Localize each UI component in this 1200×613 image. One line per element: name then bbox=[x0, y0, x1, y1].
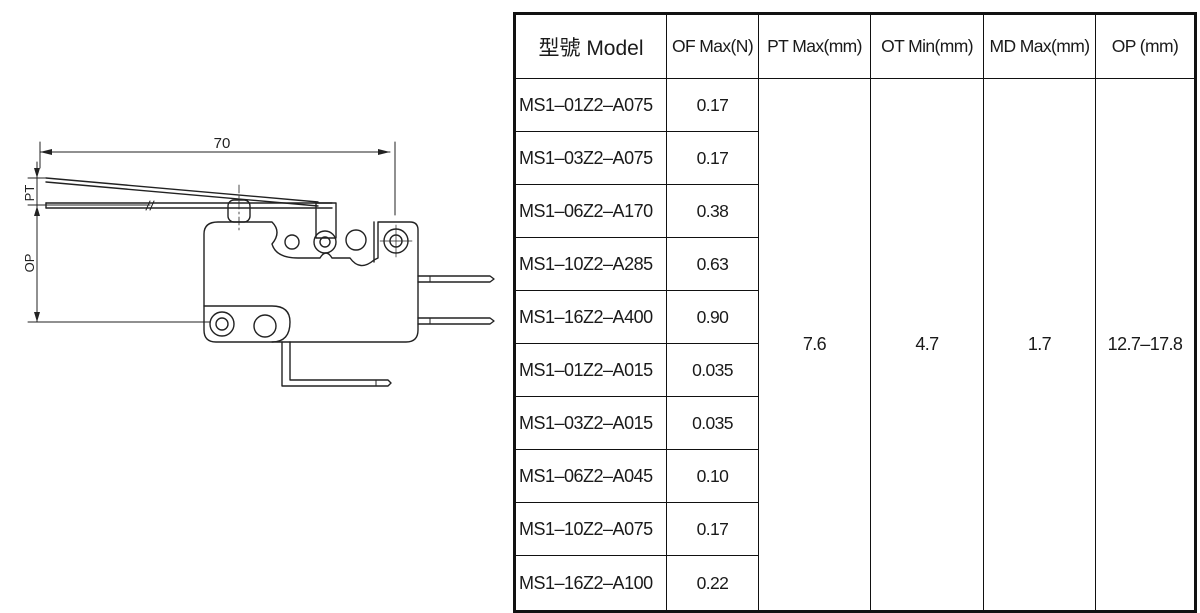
cell-model: MS1–16Z2–A400 bbox=[514, 290, 667, 344]
specification-table: 型號 Model OF Max(N) PT Max(mm) OT Min(mm)… bbox=[513, 12, 1197, 613]
cell-of-max: 0.63 bbox=[666, 237, 759, 291]
microswitch-drawing-svg: 70 PT OP bbox=[22, 135, 495, 387]
cell-model: MS1–03Z2–A015 bbox=[514, 396, 667, 450]
cell-model: MS1–16Z2–A100 bbox=[514, 555, 667, 612]
roller-inner bbox=[319, 236, 331, 248]
switch-body bbox=[203, 221, 419, 343]
lever-free-top bbox=[45, 177, 319, 203]
dim-op-label: OP bbox=[22, 254, 37, 273]
header-op: OP (mm) bbox=[1095, 13, 1196, 79]
header-md-max: MD Max(mm) bbox=[983, 13, 1096, 79]
lever-break-2 bbox=[149, 200, 155, 211]
header-of-max: OF Max(N) bbox=[666, 13, 759, 79]
cell-of-max: 0.17 bbox=[666, 131, 759, 185]
cell-model: MS1–01Z2–A015 bbox=[514, 343, 667, 397]
cell-model: MS1–03Z2–A075 bbox=[514, 131, 667, 185]
table-row: MS1–10Z2–A285 0.63 bbox=[514, 237, 1196, 291]
mounting-hole-bottom-left-inner bbox=[215, 317, 229, 331]
dim-op-arrow-bottom bbox=[34, 312, 40, 322]
cell-of-max: 0.035 bbox=[666, 396, 759, 450]
lever-break-1 bbox=[145, 200, 151, 211]
mounting-hole-bottom-mid bbox=[253, 314, 277, 338]
cell-model: MS1–06Z2–A045 bbox=[514, 449, 667, 503]
mounting-hole-bottom-left bbox=[209, 311, 235, 337]
cell-of-max: 0.17 bbox=[666, 502, 759, 556]
cell-ot-min: 4.7 bbox=[870, 78, 984, 612]
terminal-middle bbox=[417, 317, 495, 325]
table-row: MS1–01Z2–A075 0.17 7.6 4.7 1.7 12.7–17.8 bbox=[514, 78, 1196, 612]
table-row: MS1–03Z2–A015 0.035 bbox=[514, 396, 1196, 450]
cell-model: MS1–06Z2–A170 bbox=[514, 184, 667, 238]
table-row: MS1–06Z2–A045 0.10 bbox=[514, 449, 1196, 503]
cell-model: MS1–10Z2–A075 bbox=[514, 502, 667, 556]
lever-pivot-block bbox=[315, 202, 337, 239]
cell-of-max: 0.17 bbox=[666, 78, 759, 132]
roller-outer bbox=[313, 230, 337, 254]
cell-pt-max: 7.6 bbox=[758, 78, 871, 612]
cell-op: 12.7–17.8 bbox=[1095, 78, 1196, 612]
table-row: MS1–01Z2–A015 0.035 bbox=[514, 343, 1196, 397]
cell-of-max: 0.035 bbox=[666, 343, 759, 397]
terminal-top bbox=[417, 275, 495, 283]
dim-op-arrow-top bbox=[34, 206, 40, 216]
table-row: MS1–03Z2–A075 0.17 bbox=[514, 131, 1196, 185]
dim-70-arrow-left bbox=[40, 149, 52, 155]
bottom-hole-boss bbox=[203, 305, 291, 343]
header-model: 型號 Model bbox=[514, 13, 667, 79]
mounting-hole-top-mid bbox=[345, 229, 367, 251]
table-header-row: 型號 Model OF Max(N) PT Max(mm) OT Min(mm)… bbox=[514, 13, 1196, 79]
dim-pt-arrow-top bbox=[34, 168, 40, 178]
header-pt-max: PT Max(mm) bbox=[758, 13, 871, 79]
mounting-hole-top-left bbox=[284, 234, 300, 250]
microswitch-technical-drawing: 70 PT OP bbox=[0, 0, 512, 574]
table-row: MS1–16Z2–A400 0.90 bbox=[514, 290, 1196, 344]
cell-of-max: 0.38 bbox=[666, 184, 759, 238]
lever-free-bottom bbox=[45, 181, 319, 207]
cell-model: MS1–10Z2–A285 bbox=[514, 237, 667, 291]
cell-of-max: 0.90 bbox=[666, 290, 759, 344]
header-ot-min: OT Min(mm) bbox=[870, 13, 984, 79]
table-row: MS1–10Z2–A075 0.17 bbox=[514, 502, 1196, 556]
cell-of-max: 0.22 bbox=[666, 555, 759, 612]
table-row: MS1–06Z2–A170 0.38 bbox=[514, 184, 1196, 238]
dim-pt-label: PT bbox=[22, 185, 37, 202]
cell-of-max: 0.10 bbox=[666, 449, 759, 503]
cell-model: MS1–01Z2–A075 bbox=[514, 78, 667, 132]
cell-md-max: 1.7 bbox=[983, 78, 1096, 612]
terminal-bottom bbox=[281, 341, 392, 387]
dim-70-arrow-right bbox=[378, 149, 390, 155]
dim-70-label: 70 bbox=[214, 135, 231, 152]
